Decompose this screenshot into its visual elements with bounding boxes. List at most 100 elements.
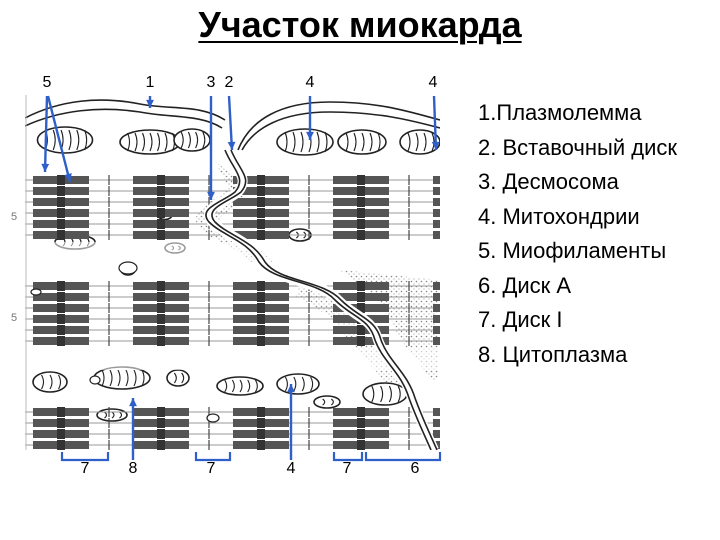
mitochondrion-crista [361, 132, 365, 152]
mitochondrion-crista [141, 132, 146, 152]
arrow-head [306, 131, 314, 140]
a-band [433, 209, 440, 217]
mitochondrion [32, 371, 68, 393]
m-line [57, 429, 65, 439]
intercalated-disc [211, 149, 438, 450]
m-line [457, 440, 465, 450]
arrow-head [64, 173, 72, 182]
pointer-arrow [46, 95, 72, 183]
m-line [457, 336, 465, 346]
label-bottom-6: 6 [410, 460, 420, 477]
cytoplasm [25, 348, 440, 370]
mitochondrion-crista [322, 398, 326, 406]
label-top-4a: 4 [305, 74, 315, 91]
m-line [457, 292, 465, 302]
mitochondrion-crista [101, 369, 105, 387]
m-line [357, 407, 365, 417]
m-line [357, 303, 365, 313]
m-line [257, 407, 265, 417]
plasmolemma [25, 108, 223, 129]
mitochondrion-crista [202, 131, 206, 149]
m-line [257, 292, 265, 302]
mitochondrion-crista [301, 376, 305, 392]
mitochondrion-crista [254, 379, 258, 393]
m-line [57, 407, 65, 417]
m-line [457, 418, 465, 428]
mitochondrion-crista [284, 376, 288, 392]
vesicle [118, 261, 138, 275]
mitochondrion-crista [111, 411, 115, 419]
pointer-arrow [227, 95, 234, 151]
a-band [433, 176, 440, 184]
mitochondrion-crista [293, 376, 297, 392]
m-line [357, 325, 365, 335]
m-line [157, 197, 165, 207]
plasmolemma [25, 99, 226, 121]
plasmolemma [241, 111, 440, 151]
legend-item: 4Митохондрии [478, 200, 677, 235]
m-line [157, 208, 165, 218]
m-line [157, 230, 165, 240]
mitochondrion-crista [119, 411, 123, 419]
a-band [433, 304, 440, 312]
m-line [157, 314, 165, 324]
mitochondrion-crista [330, 398, 334, 406]
m-line [457, 281, 465, 291]
a-band [433, 315, 440, 323]
m-line [257, 219, 265, 229]
mitochondrion-crista [76, 129, 80, 151]
vesicle [206, 413, 220, 423]
a-band [133, 452, 189, 460]
m-line [157, 440, 165, 450]
m-line [57, 336, 65, 346]
m-line [357, 336, 365, 346]
m-line [157, 407, 165, 417]
m-line [457, 230, 465, 240]
mitochondrion [216, 376, 264, 396]
a-band [433, 187, 440, 195]
legend-item: 6Диск А [478, 269, 677, 304]
m-line [157, 219, 165, 229]
mitochondrion-crista [284, 131, 288, 153]
mitochondrion-crista [310, 376, 314, 392]
arrow-head [227, 141, 236, 150]
mitochondrion [96, 408, 128, 422]
m-line [57, 230, 65, 240]
label-bottom-4: 4 [286, 460, 296, 477]
mitochondrion-crista [117, 369, 121, 387]
mitochondrion-crista [231, 379, 235, 393]
band-bracket [332, 452, 364, 462]
m-line [457, 407, 465, 417]
mitochondrion-crista [125, 369, 129, 387]
m-line [257, 314, 265, 324]
mitochondrion-crista [156, 132, 161, 152]
m-line [157, 429, 165, 439]
mitochondrion-crista [407, 132, 411, 152]
m-line [57, 418, 65, 428]
m-line [257, 440, 265, 450]
m-line [357, 197, 365, 207]
mitochondrion [166, 369, 190, 387]
plasmolemma [237, 101, 440, 151]
band-bracket [60, 452, 110, 462]
mitochondrion-crista [353, 132, 357, 152]
m-line [457, 314, 465, 324]
m-line [157, 186, 165, 196]
m-line [257, 230, 265, 240]
m-line [257, 175, 265, 185]
mitochondrion-crista [104, 411, 108, 419]
mitochondrion-crista [324, 131, 328, 153]
mitochondrion-crista [195, 131, 199, 149]
label-top-4b: 4 [428, 74, 438, 91]
a-band [433, 220, 440, 228]
arrow-head [129, 398, 137, 407]
mitochondrion-crista [149, 132, 153, 152]
legend-item: 3Десмосома [478, 165, 677, 200]
arrow-head [41, 163, 50, 172]
a-band [433, 293, 440, 301]
a-band [433, 337, 440, 345]
label-top-1: 1 [145, 74, 155, 91]
m-line [157, 418, 165, 428]
m-line [257, 281, 265, 291]
mitochondrion-crista [52, 129, 56, 151]
